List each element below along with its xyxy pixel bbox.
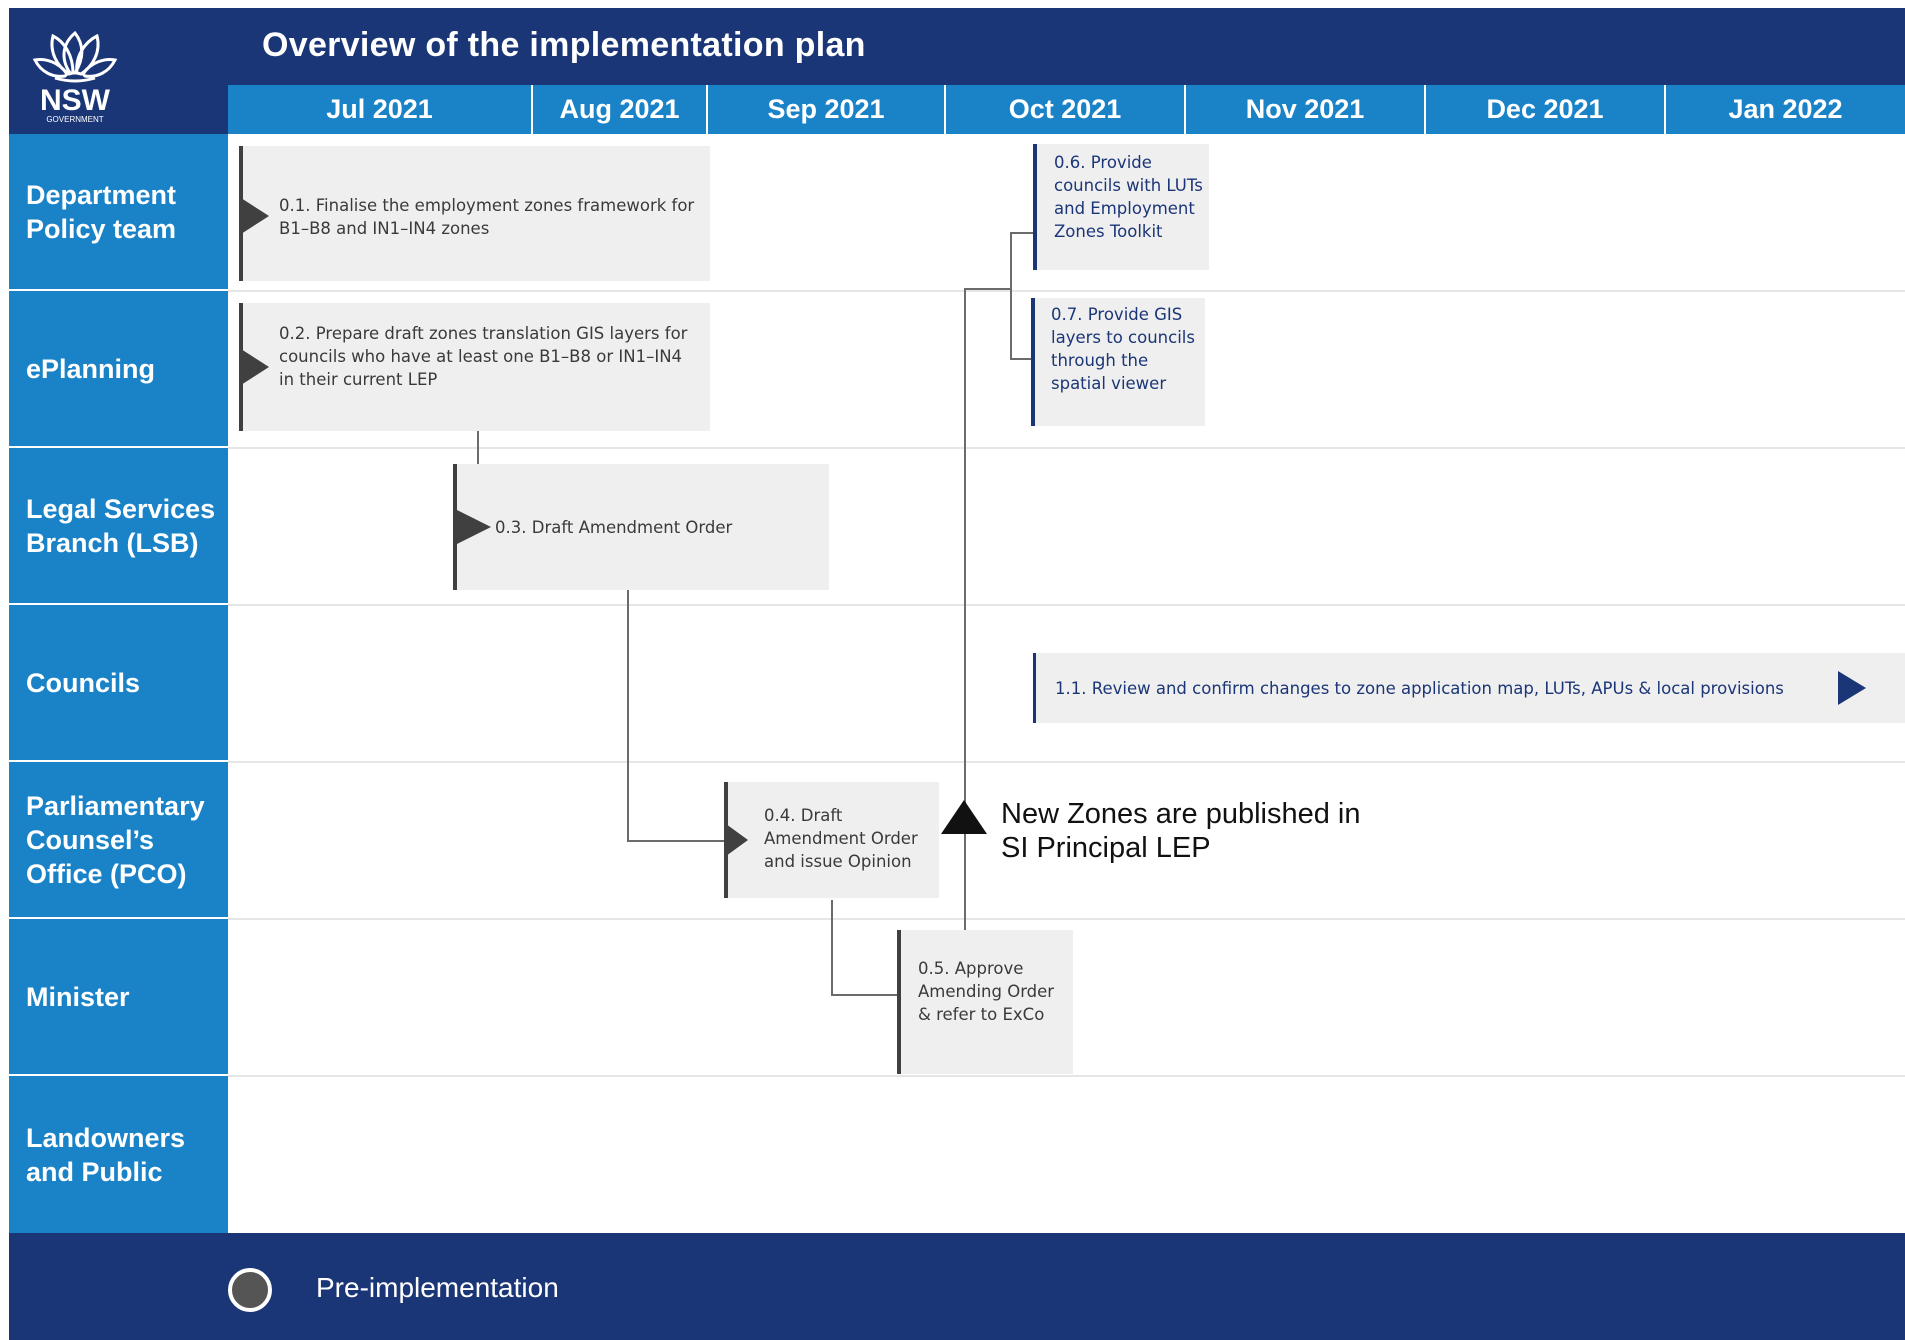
task-bar xyxy=(1033,653,1036,723)
task-id: 0.4. xyxy=(764,806,796,825)
connector-line xyxy=(1010,232,1034,234)
task-id: 0.1. xyxy=(279,196,311,215)
task-id: 0.3. xyxy=(495,518,527,537)
connector-line xyxy=(1010,358,1032,360)
task-label: Provide councils with LUTs and Employmen… xyxy=(1054,153,1203,241)
month-jan-2022: Jan 2022 xyxy=(1666,85,1905,134)
month-nov-2021: Nov 2021 xyxy=(1186,85,1426,134)
connector-line xyxy=(964,288,1012,290)
task-0-3: 0.3. Draft Amendment Order xyxy=(453,464,829,590)
task-label: Prepare draft zones translation GIS laye… xyxy=(279,324,688,389)
lane-separator xyxy=(228,604,1905,606)
month-oct-2021: Oct 2021 xyxy=(946,85,1186,134)
task-label: Finalise the employment zones framework … xyxy=(279,196,695,238)
play-marker-icon xyxy=(726,824,748,856)
task-label: Draft Amendment Order xyxy=(531,518,733,537)
month-jul-2021: Jul 2021 xyxy=(228,85,533,134)
nsw-logo: NSW GOVERNMENT xyxy=(15,18,215,128)
task-id: 0.5. xyxy=(918,959,950,978)
svg-text:GOVERNMENT: GOVERNMENT xyxy=(46,115,103,124)
task-id: 0.6. xyxy=(1054,153,1086,172)
month-sep-2021: Sep 2021 xyxy=(708,85,946,134)
legend-label: Pre-implementation xyxy=(316,1272,559,1303)
milestone-label: New Zones are published in SI Principal … xyxy=(1001,798,1361,864)
svg-text:NSW: NSW xyxy=(40,84,111,117)
task-label: Provide GIS layers to councils through t… xyxy=(1051,305,1195,393)
lane-label-eplanning: ePlanning xyxy=(9,291,228,446)
connector-line xyxy=(627,590,629,842)
lane-label-legal-services: Legal Services Branch (LSB) xyxy=(9,448,228,603)
lane-label-department-policy: Department Policy team xyxy=(9,134,228,289)
task-label: Approve Amending Order & refer to ExCo xyxy=(918,959,1055,1024)
lane-label-minister: Minister xyxy=(9,919,228,1074)
lane-separator xyxy=(228,761,1905,763)
lane-separator xyxy=(228,290,1905,292)
connector-line xyxy=(831,900,833,996)
month-header-row: Jul 2021 Aug 2021 Sep 2021 Oct 2021 Nov … xyxy=(228,85,1905,134)
task-0-4: 0.4. Draft Amendment Order and issue Opi… xyxy=(724,782,939,898)
lane-separator xyxy=(228,1075,1905,1077)
task-label: Review and confirm changes to zone appli… xyxy=(1091,679,1784,698)
lane-label-councils: Councils xyxy=(9,605,228,760)
lane-label-landowners: Landowners and Public xyxy=(9,1076,228,1233)
play-arrow-icon xyxy=(1838,671,1866,705)
connector-line xyxy=(627,840,725,842)
task-0-2: 0.2. Prepare draft zones translation GIS… xyxy=(239,303,710,431)
task-0-7: 0.7. Provide GIS layers to councils thro… xyxy=(1031,298,1205,426)
task-bar xyxy=(897,930,901,1074)
month-aug-2021: Aug 2021 xyxy=(533,85,708,134)
legend-circle-icon xyxy=(228,1268,272,1312)
milestone-triangle-icon xyxy=(941,800,987,834)
play-marker-icon xyxy=(241,349,269,385)
lane-separator xyxy=(228,918,1905,920)
connector-line xyxy=(831,994,899,996)
task-id: 0.2. xyxy=(279,324,311,343)
task-bar xyxy=(1033,144,1037,270)
task-bar xyxy=(1031,298,1035,426)
lane-separator xyxy=(228,447,1905,449)
task-0-1: 0.1. Finalise the employment zones frame… xyxy=(239,146,710,281)
task-label: Draft Amendment Order and issue Opinion xyxy=(764,806,918,871)
play-marker-icon xyxy=(455,509,491,545)
page-title: Overview of the implementation plan xyxy=(262,26,866,64)
task-1-1: 1.1. Review and confirm changes to zone … xyxy=(1033,653,1905,723)
connector-line xyxy=(1010,232,1012,360)
month-dec-2021: Dec 2021 xyxy=(1426,85,1666,134)
task-id: 1.1. xyxy=(1055,679,1087,698)
task-id: 0.7. xyxy=(1051,305,1083,324)
task-0-6: 0.6. Provide councils with LUTs and Empl… xyxy=(1033,144,1209,270)
legend-bar xyxy=(9,1233,1905,1340)
task-0-5: 0.5. Approve Amending Order & refer to E… xyxy=(897,930,1073,1074)
lane-label-pco: Parliamentary Counsel’s Office (PCO) xyxy=(9,762,228,917)
play-marker-icon xyxy=(241,198,269,234)
connector-line xyxy=(964,288,966,930)
connector-line xyxy=(477,430,479,464)
